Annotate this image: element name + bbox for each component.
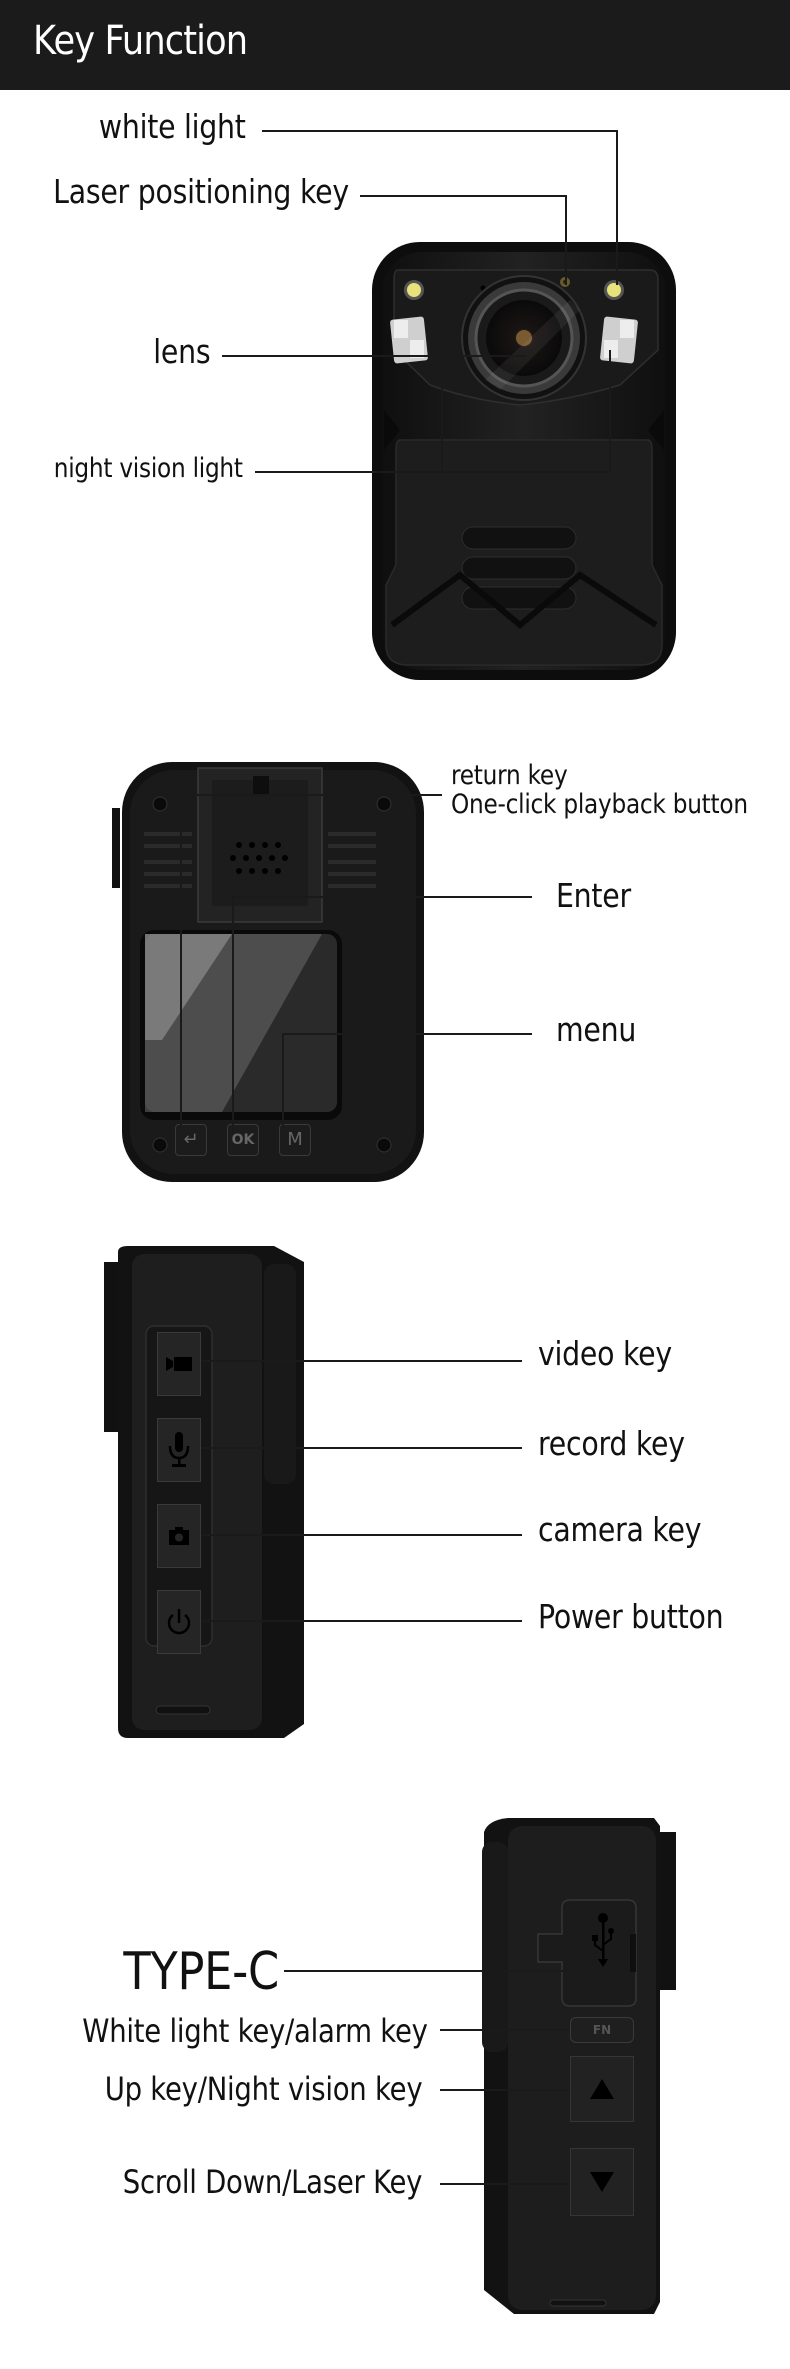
label-camera-key: camera key bbox=[538, 1510, 702, 1549]
leader-line-night-vision-v2 bbox=[609, 350, 611, 472]
leader-line-menu bbox=[282, 1033, 532, 1035]
leader-line-fn bbox=[440, 2029, 570, 2031]
ok-label: OK bbox=[231, 1132, 255, 1148]
usb-icon bbox=[592, 1913, 614, 1967]
leader-line-laser-v bbox=[565, 195, 567, 285]
leader-line-record bbox=[202, 1447, 522, 1449]
menu-label: M bbox=[287, 1129, 303, 1150]
label-laser-positioning-key: Laser positioning key bbox=[53, 172, 349, 211]
triangle-down-icon bbox=[590, 2172, 614, 2192]
page-header: Key Function bbox=[0, 0, 790, 90]
leader-line-return bbox=[180, 794, 442, 796]
usb-type-c-cover[interactable] bbox=[590, 1910, 616, 1970]
label-night-vision-light: night vision light bbox=[54, 453, 243, 484]
label-white-light-alarm-key: White light key/alarm key bbox=[82, 2012, 429, 2050]
leader-line-enter-v bbox=[232, 896, 234, 1132]
fn-button[interactable]: FN bbox=[570, 2017, 634, 2043]
video-camera-icon bbox=[166, 1357, 192, 1371]
leader-line-night-vision-v1 bbox=[441, 350, 443, 472]
up-key-button[interactable] bbox=[570, 2056, 634, 2122]
return-button[interactable]: ↵ bbox=[175, 1124, 207, 1156]
power-button[interactable] bbox=[157, 1590, 201, 1654]
leader-line-white-light bbox=[262, 130, 617, 132]
leader-line-video bbox=[202, 1360, 522, 1362]
video-key-button[interactable] bbox=[157, 1332, 201, 1396]
leader-line-up bbox=[440, 2089, 570, 2091]
record-key-button[interactable] bbox=[157, 1418, 201, 1482]
return-icon: ↵ bbox=[183, 1129, 199, 1150]
label-white-light: white light bbox=[99, 107, 246, 146]
leader-line-menu-v bbox=[282, 1033, 284, 1131]
leader-line-laser bbox=[360, 195, 566, 197]
camera-icon bbox=[169, 1527, 189, 1545]
label-menu: menu bbox=[556, 1010, 637, 1049]
label-one-click-playback: One-click playback button bbox=[451, 789, 748, 820]
label-lens: lens bbox=[152, 332, 210, 371]
triangle-up-icon bbox=[590, 2079, 614, 2099]
camera-key-button[interactable] bbox=[157, 1504, 201, 1568]
label-power-button: Power button bbox=[538, 1597, 724, 1636]
label-up-night-vision-key: Up key/Night vision key bbox=[104, 2070, 422, 2108]
leader-line-white-light-v bbox=[616, 130, 618, 285]
microphone-icon bbox=[168, 1432, 190, 1467]
leader-line-lens bbox=[222, 355, 527, 357]
page-title: Key Function bbox=[33, 18, 248, 64]
label-scroll-down-laser-key: Scroll Down/Laser Key bbox=[122, 2163, 423, 2201]
camera-back-view bbox=[112, 760, 432, 1185]
label-type-c: TYPE-C bbox=[123, 1942, 279, 2002]
leader-line-camera bbox=[202, 1534, 522, 1536]
label-enter: Enter bbox=[556, 876, 631, 915]
label-record-key: record key bbox=[538, 1424, 685, 1463]
fn-label: FN bbox=[592, 2023, 612, 2037]
leader-line-enter bbox=[232, 896, 532, 898]
label-video-key: video key bbox=[538, 1334, 672, 1373]
label-return-key: return key bbox=[451, 760, 568, 791]
camera-left-side-view bbox=[104, 1244, 314, 1740]
leader-line-return-v bbox=[180, 794, 182, 1132]
leader-line-down bbox=[440, 2183, 570, 2185]
down-key-button[interactable] bbox=[570, 2148, 634, 2216]
power-icon bbox=[167, 1609, 191, 1635]
leader-line-power bbox=[202, 1620, 522, 1622]
leader-line-type-c bbox=[284, 1970, 584, 1972]
menu-button[interactable]: M bbox=[279, 1124, 311, 1156]
leader-line-night-vision bbox=[255, 471, 610, 473]
camera-front-view bbox=[370, 240, 678, 682]
